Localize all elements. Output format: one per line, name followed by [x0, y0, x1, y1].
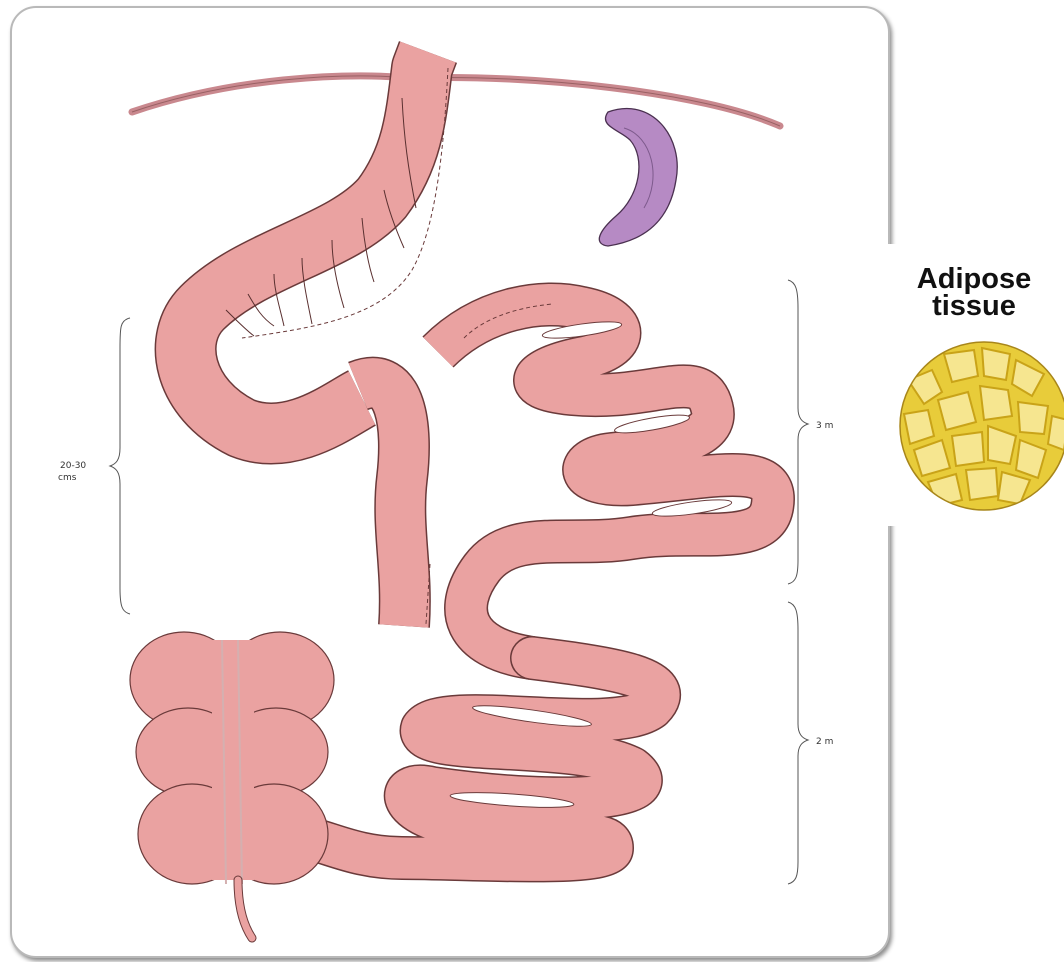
brace-distal [788, 602, 808, 884]
label-distal-length: 2 m [816, 737, 833, 747]
adipose-title-line2: tissue [884, 293, 1064, 320]
intestine-illustration: 20-30 cms 3 m 2 m [12, 8, 888, 956]
label-proximal-length: 20-30 [60, 461, 86, 471]
adipose-title-line1: Adipose [884, 266, 1064, 293]
diaphragm [132, 76, 780, 126]
intestine-illustration-panel: 20-30 cms 3 m 2 m [10, 6, 890, 958]
adipose-tissue-inset: Adipose tissue [884, 244, 1064, 526]
adipose-title: Adipose tissue [884, 266, 1064, 320]
brace-proximal [110, 318, 130, 614]
spleen [599, 109, 677, 246]
label-proximal-unit: cms [58, 473, 77, 483]
label-middle-length: 3 m [816, 421, 833, 431]
brace-middle [788, 280, 808, 584]
adipose-tissue-image [898, 340, 1064, 512]
